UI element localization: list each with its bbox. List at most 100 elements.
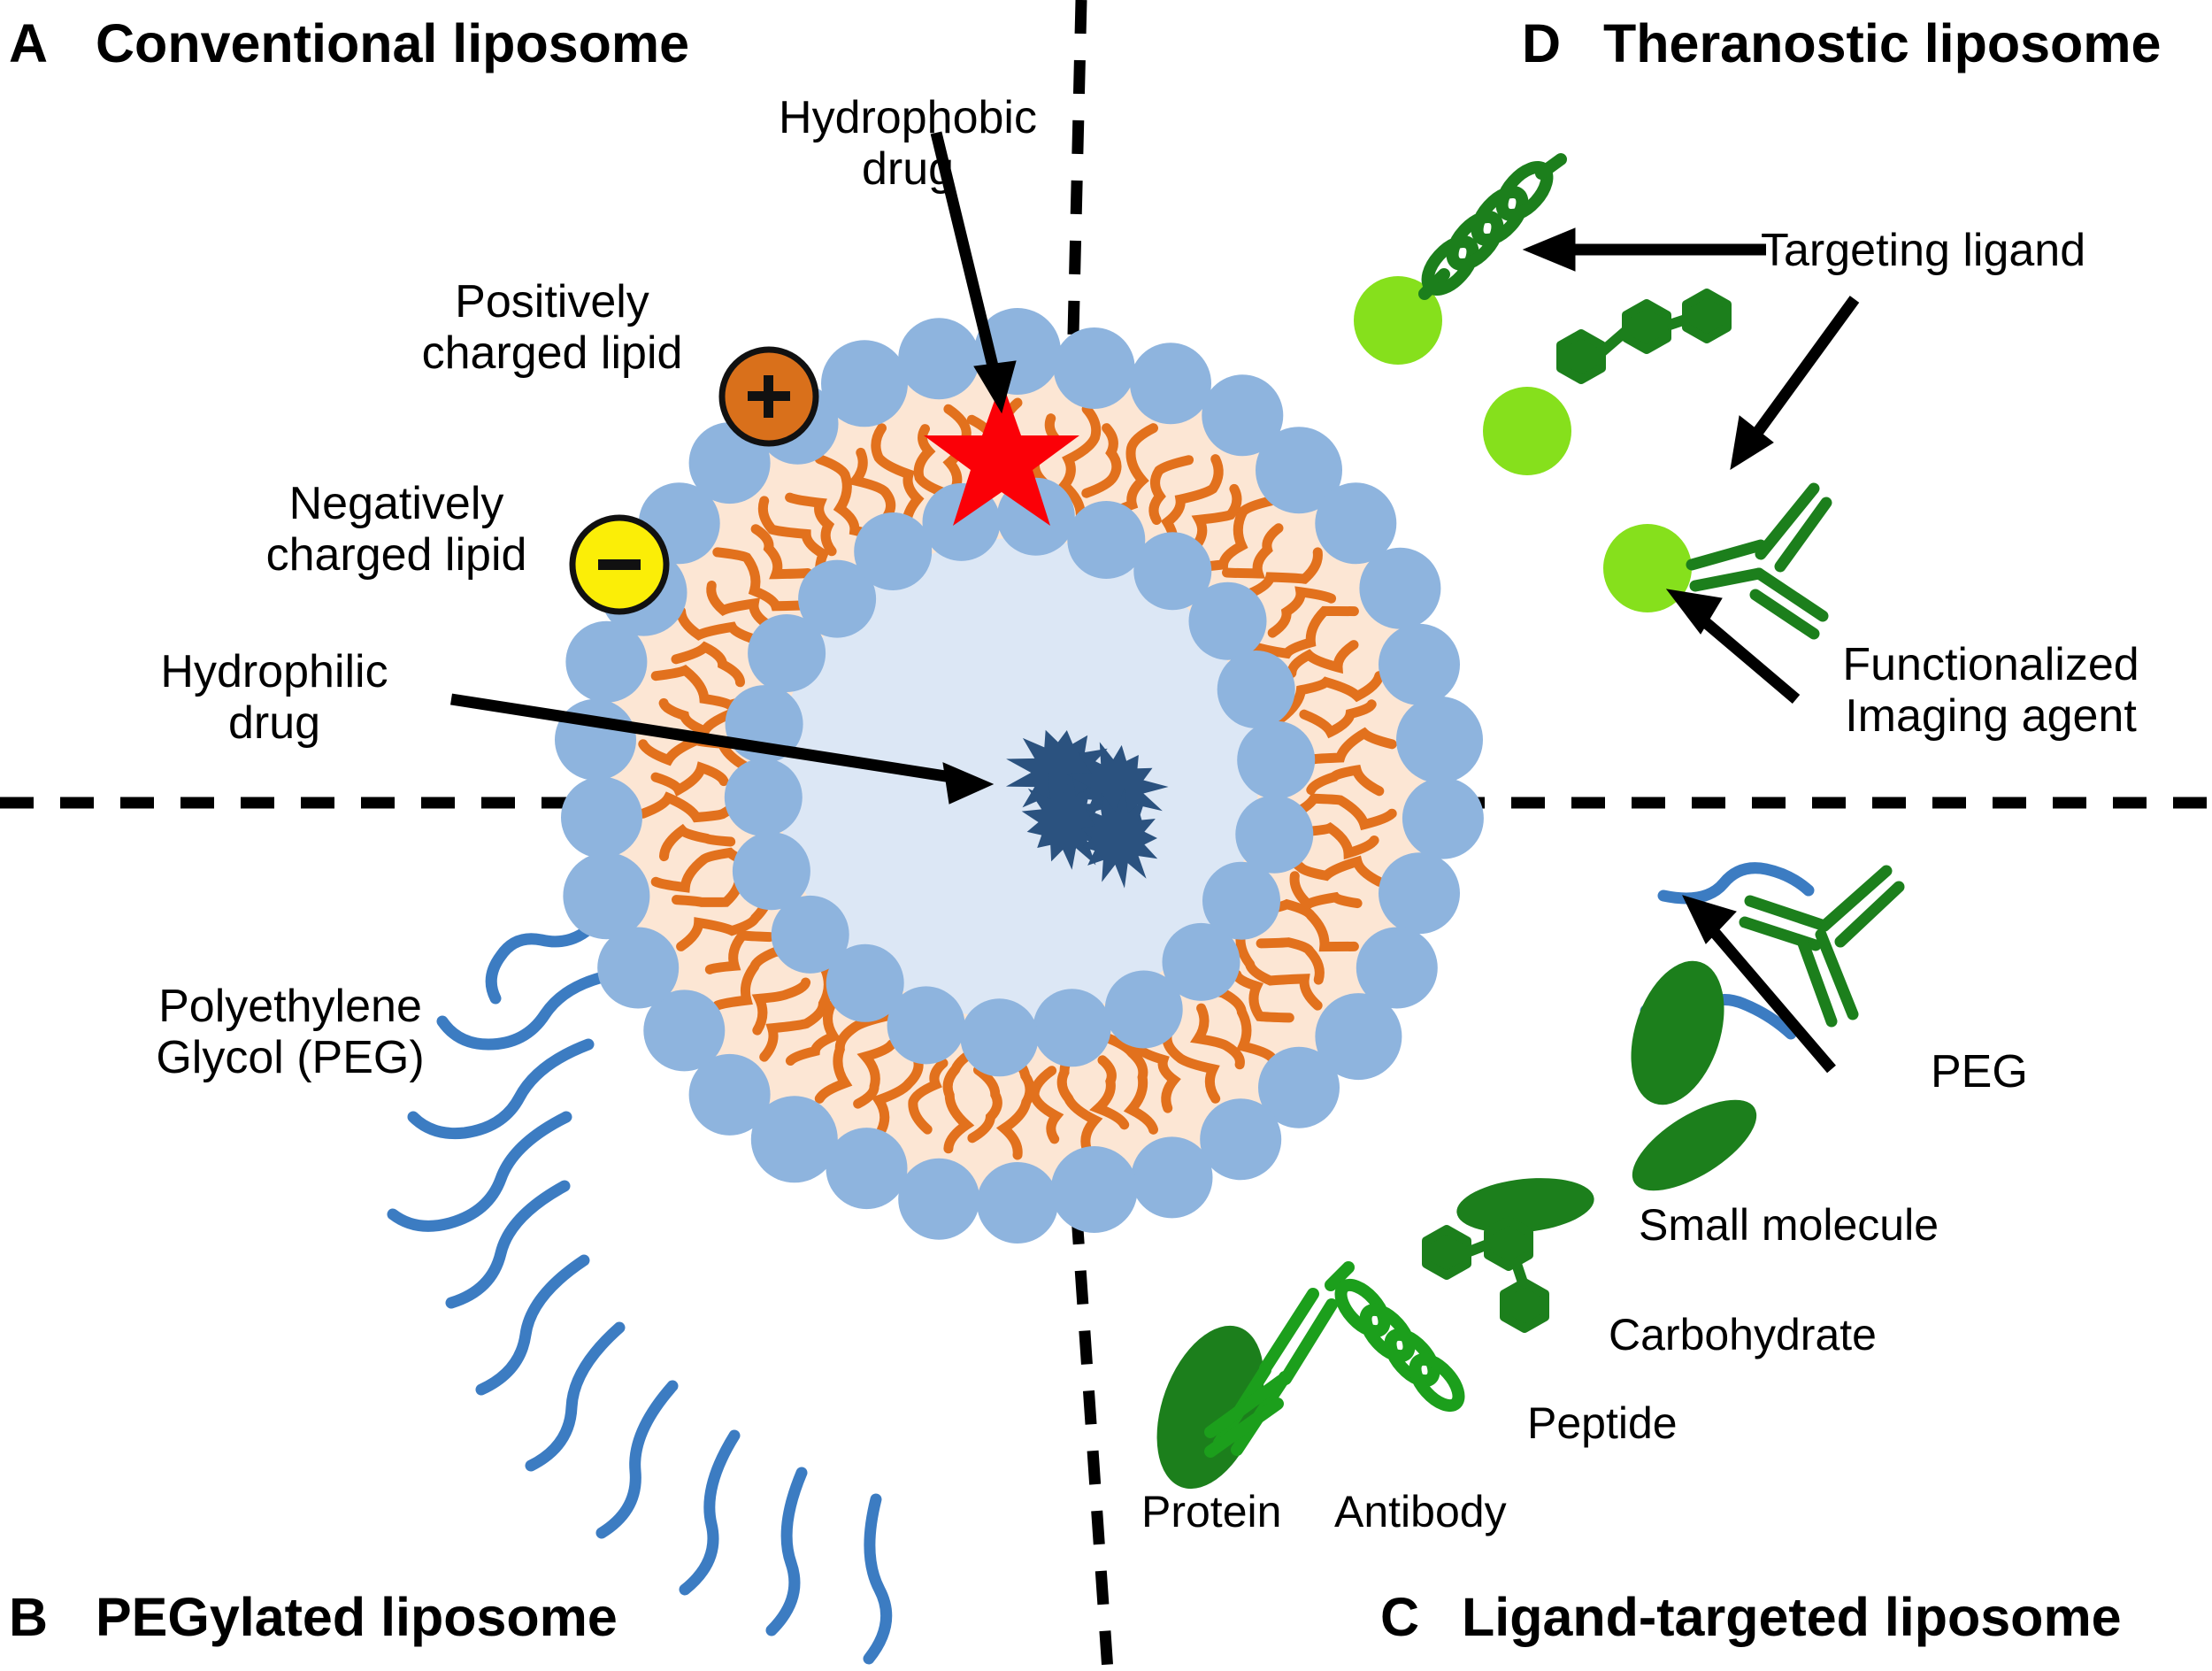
lipid-tail	[1280, 793, 1397, 831]
lipid-head	[1315, 482, 1397, 565]
annotation-arrows	[449, 131, 1860, 1074]
lipid-head	[724, 758, 803, 836]
lipid-head	[898, 1158, 980, 1240]
lipid-tail	[750, 524, 813, 580]
lipid-tail	[1189, 1003, 1245, 1070]
lipid-tail	[847, 447, 896, 520]
lipid-tail	[1148, 455, 1194, 525]
imaging-agent-circle	[1354, 276, 1442, 365]
lipid-tail	[1081, 423, 1122, 498]
lipid-tail	[712, 547, 815, 612]
imaging-agent-circle	[1483, 387, 1571, 475]
lipid-head	[1237, 720, 1316, 799]
lipid-head	[1202, 861, 1280, 940]
lipid-head	[1256, 427, 1342, 514]
lipid-head	[1133, 532, 1212, 611]
lipid-head	[1217, 651, 1295, 728]
antibody-icon	[1204, 1288, 1338, 1458]
lipid-head	[1379, 623, 1460, 705]
carbohydrate-helix-icon	[1418, 153, 1567, 300]
lipid-head	[561, 776, 642, 859]
small-molecule-hexagon-icon	[1556, 289, 1732, 384]
lipid-head	[1188, 581, 1267, 660]
lipid-tail	[1276, 671, 1385, 723]
lipid-tail	[871, 423, 925, 537]
lipid-tail	[1097, 1031, 1158, 1135]
protein-blob	[1456, 1178, 1594, 1233]
lipid-head	[887, 986, 965, 1065]
lipid-tail	[1160, 454, 1224, 561]
lipid-head	[1379, 852, 1460, 935]
lipid-head	[1050, 1146, 1138, 1233]
lipid-tail	[1306, 764, 1385, 797]
positive-charged-lipid	[718, 346, 819, 447]
lipid-tail	[1235, 926, 1323, 1011]
lipid-tail	[658, 697, 736, 737]
lipid-head	[826, 943, 904, 1022]
lipid-head	[1359, 547, 1441, 629]
label-antibody: Antibody	[1334, 1487, 1507, 1536]
hydrophilic-drug-group	[1005, 729, 1169, 889]
lipid-head	[1202, 374, 1284, 457]
lipid-head	[898, 318, 980, 400]
lipid-head	[1402, 777, 1484, 859]
lipid-head	[1258, 1046, 1340, 1128]
lipid-tail	[1232, 969, 1294, 1023]
label-negatively-charged-lipid: Negatively charged lipid	[265, 478, 527, 581]
lipid-tail	[706, 581, 772, 630]
lipid-head	[565, 620, 648, 703]
lipid-tail	[785, 1000, 841, 1066]
lipid-tail	[967, 1065, 1002, 1144]
lipid-tail	[814, 1011, 892, 1104]
lipid-head	[1356, 927, 1438, 1009]
negative-charged-lipid	[569, 514, 670, 615]
lipid-tail	[1089, 1055, 1130, 1130]
lipid-head	[826, 1128, 908, 1210]
label-small-molecule: Small molecule	[1639, 1200, 1939, 1250]
lipid-head	[1162, 922, 1240, 1001]
lipid-tails-outer	[638, 397, 1397, 1160]
lipid-head	[977, 1162, 1058, 1244]
panel-letter-d: D	[1522, 13, 1562, 73]
lipid-tail	[913, 424, 952, 499]
label-hydrophobic-drug: Hydrophobic drug	[779, 92, 1037, 196]
label-protein: Protein	[1141, 1487, 1282, 1536]
lipid-head	[798, 559, 877, 638]
lipid-head	[748, 614, 826, 692]
hydrophilic-drug-blob	[1080, 788, 1158, 889]
lipid-tail	[676, 882, 775, 951]
aqueous-core	[777, 538, 1258, 1020]
lipid-tail	[1256, 937, 1325, 985]
panel-label-ligand-targeted-liposome: Ligand-targeted liposome	[1462, 1587, 2122, 1647]
lipid-head	[854, 512, 933, 590]
peg-chain-group	[387, 900, 893, 1665]
label-hydrophilic-drug: Hydrophilic drug	[160, 646, 388, 750]
lipid-tail	[1191, 483, 1242, 551]
lipid-tail	[1289, 871, 1363, 911]
lipid-head	[960, 998, 1039, 1077]
label-functionalized-imaging-agent: Functionalized Imaging agent	[1842, 639, 2139, 743]
panel-letter-b: B	[9, 1587, 49, 1647]
lipid-heads-inner	[724, 477, 1316, 1077]
lipid-tail	[1029, 1066, 1064, 1144]
lipid-head	[1131, 1136, 1213, 1219]
lipid-tail	[1248, 898, 1359, 952]
lipid-head	[1235, 795, 1314, 874]
label-peg: PEG	[1931, 1046, 2028, 1097]
lipid-tail	[1133, 1042, 1181, 1113]
hydrophilic-drug-blob	[1021, 773, 1113, 870]
protein-blob	[1631, 960, 1724, 1105]
lipid-tail	[704, 929, 775, 974]
lipid-tail	[759, 964, 833, 1062]
lipid-head	[555, 698, 636, 781]
panel-label-conventional-liposome: Conventional liposome	[96, 13, 690, 73]
lipid-head	[688, 1053, 771, 1136]
panel-letter-a: A	[9, 13, 49, 73]
lipid-tail	[1057, 404, 1102, 520]
panel-label-pegylated-liposome: PEGylated liposome	[96, 1587, 618, 1647]
label-polyethylene-glycol: Polyethylene Glycol (PEG)	[156, 981, 425, 1084]
lipid-head	[1315, 993, 1402, 1081]
lipid-tail	[1248, 605, 1359, 659]
lipid-tails-inner	[650, 413, 1385, 1144]
